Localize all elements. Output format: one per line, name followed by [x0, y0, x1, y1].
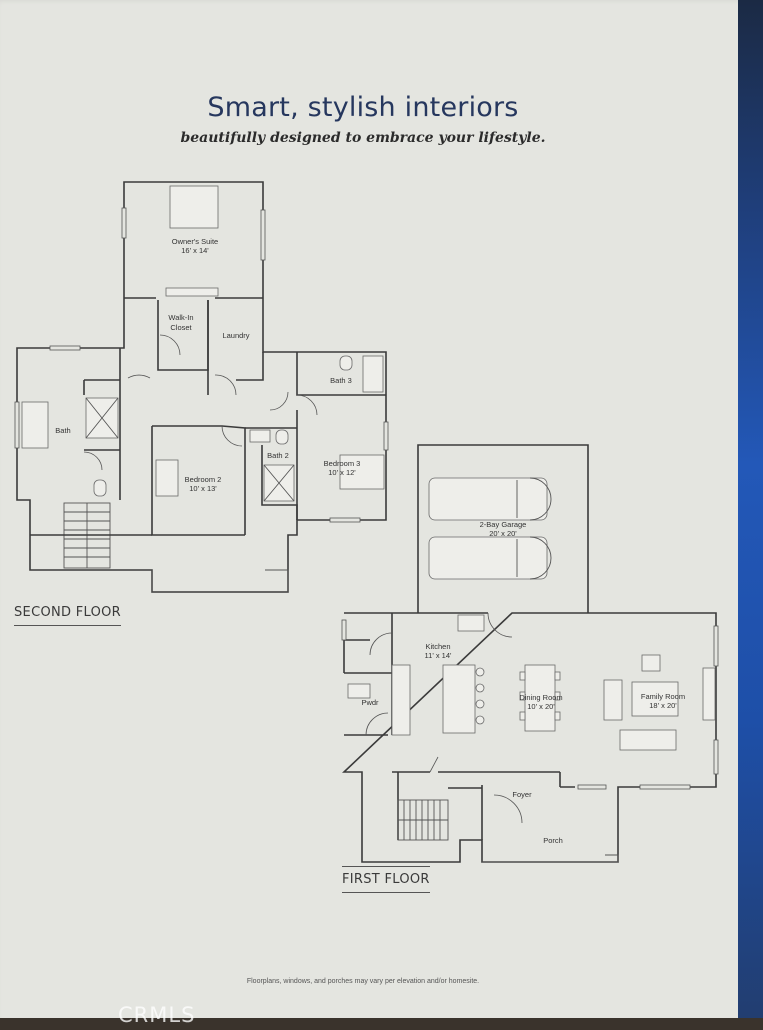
- second-floor-plan: Owner's Suite 16' x 14' Walk-In Closet L…: [14, 181, 389, 593]
- garage-walls: [417, 444, 589, 613]
- background-edge: [738, 0, 763, 1030]
- label-bath: Bath: [55, 426, 70, 435]
- bedroom3-bed-icon: [339, 454, 385, 490]
- first-floor-plan: 2-Bay Garage 20' x 20' Kitchen 11' x 14'…: [341, 444, 719, 863]
- first-floor-label-rule-top: [342, 866, 430, 867]
- dims-dining: 10' x 20': [527, 702, 555, 711]
- bath2-sink-icon: [249, 429, 271, 443]
- bath3-toilet-icon: [339, 355, 353, 371]
- toilet-icon: [93, 479, 107, 497]
- background-floor: [0, 1018, 763, 1030]
- chair-icon: [603, 679, 623, 721]
- disclaimer: Floorplans, windows, and porches may var…: [246, 978, 480, 985]
- label-pwdr: Pwdr: [361, 698, 379, 707]
- deck-edge: [151, 569, 289, 592]
- label-closet: Closet: [170, 323, 192, 332]
- sofa-icon: [619, 729, 677, 751]
- label-bedroom2: Bedroom 2: [185, 475, 222, 484]
- owners-bed-icon: [169, 185, 219, 229]
- label-bath2: Bath 2: [267, 451, 289, 460]
- owners-dresser-icon: [165, 287, 219, 297]
- label-foyer: Foyer: [512, 790, 532, 799]
- stair: [30, 502, 152, 569]
- subheadline: beautifully designed to embrace your lif…: [180, 130, 546, 146]
- porch-edge: [482, 854, 619, 863]
- label-garage: 2-Bay Garage: [480, 520, 527, 529]
- kitchen-sink-icon: [457, 614, 485, 632]
- first-floor-stair: [397, 787, 482, 841]
- second-floor-label: SECOND FLOOR: [14, 605, 121, 626]
- watermark: CRMLS: [118, 1003, 196, 1027]
- label-walk-in: Walk-In: [168, 313, 193, 322]
- dims-garage: 20' x 20': [489, 529, 517, 538]
- armchair-icon: [641, 654, 661, 672]
- fireplace-icon: [702, 667, 716, 721]
- dims-family-room: 18' x 20': [649, 701, 677, 710]
- label-family-room: Family Room: [641, 692, 685, 701]
- pantry-walls: [343, 639, 370, 673]
- brochure-page: [0, 0, 752, 1022]
- kitchen-island-icon: [442, 664, 476, 734]
- label-porch: Porch: [543, 836, 563, 845]
- second-floor-label-rule: [14, 625, 121, 626]
- bath-walls: [83, 348, 121, 500]
- bathtub-icon: [21, 401, 49, 449]
- kitchen-counter-icon: [391, 664, 411, 736]
- pwdr-toilet-icon: [347, 683, 371, 699]
- first-floor-label: FIRST FLOOR: [342, 866, 430, 893]
- dims-owners-suite: 16' x 14': [181, 246, 209, 255]
- headline: Smart, stylish interiors: [207, 92, 519, 123]
- label-bath3: Bath 3: [330, 376, 352, 385]
- label-laundry: Laundry: [222, 331, 249, 340]
- closet-walls: [157, 300, 209, 371]
- dims-bedroom3: 10' x 12': [328, 468, 356, 477]
- bedroom2-bed-icon: [155, 459, 179, 497]
- car-icon-1: [428, 477, 548, 521]
- label-owners-suite: Owner's Suite: [172, 237, 218, 246]
- label-bedroom3: Bedroom 3: [324, 459, 361, 468]
- second-floor-label-text: SECOND FLOOR: [14, 605, 121, 620]
- car-icon-2: [428, 536, 548, 580]
- dims-kitchen: 11' x 14': [425, 651, 452, 660]
- bath3-tub-icon: [362, 355, 384, 393]
- laundry-walls: [207, 300, 264, 395]
- bath2-toilet-icon: [275, 429, 289, 445]
- coffee-table-icon: [631, 681, 679, 717]
- label-kitchen: Kitchen: [425, 642, 450, 651]
- label-dining: Dining Room: [519, 693, 562, 702]
- dims-bedroom2: 10' x 13': [189, 484, 217, 493]
- first-floor-label-text: FIRST FLOOR: [342, 872, 430, 887]
- first-floor-label-rule-bottom: [342, 892, 430, 893]
